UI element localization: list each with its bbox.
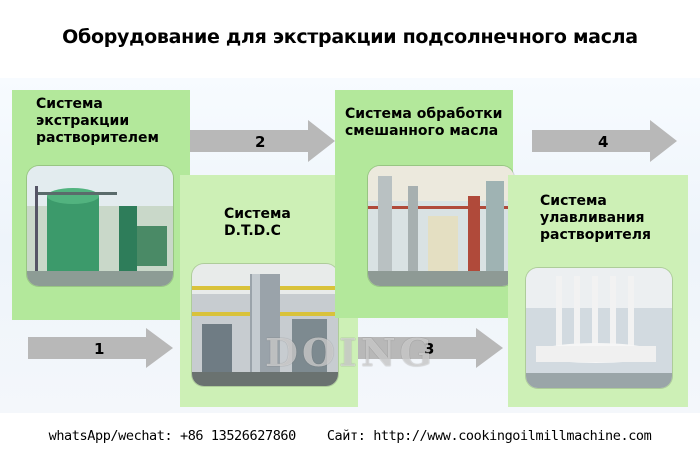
- arrow-4-number: 4: [598, 133, 609, 151]
- arrow-2-number: 2: [255, 133, 266, 151]
- arrow-4: [532, 120, 677, 162]
- stage-2-label: Система D.T.D.C: [224, 206, 291, 239]
- arrow-2: [190, 120, 335, 162]
- footer-phone: whatsApp/wechat: +86 13526627860: [48, 428, 297, 444]
- arrow-1-number: 1: [94, 340, 105, 358]
- doing-watermark: DOING: [265, 330, 437, 375]
- stage-3-photo: [368, 166, 514, 286]
- arrow-1: [28, 328, 173, 368]
- footer-website[interactable]: Сайт: http://www.cookingoilmillmachine.c…: [326, 428, 652, 444]
- stage-1-label: Система экстракции растворителем: [36, 96, 159, 146]
- stage-2-photo: [192, 264, 338, 386]
- arrow-3: [358, 328, 503, 368]
- stage-1-photo: [27, 166, 173, 286]
- page-title: Оборудование для экстракции подсолнечног…: [62, 26, 638, 48]
- arrow-3-number: 3: [424, 340, 435, 358]
- stage-4-photo: [526, 268, 672, 388]
- stage-4-label: Система улавливания растворителя: [540, 193, 652, 243]
- stage-3-label: Система обработки смешанного масла: [345, 106, 503, 139]
- footer-contact: whatsApp/wechat: +86 13526627860 Сайт: h…: [0, 428, 700, 444]
